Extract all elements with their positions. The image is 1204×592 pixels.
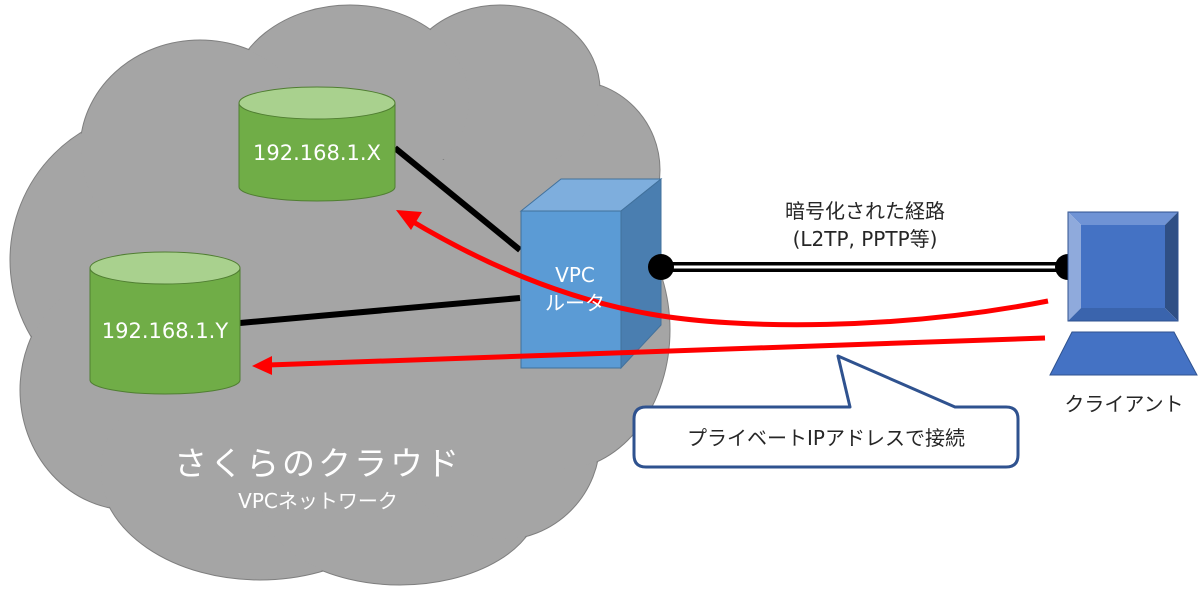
- link-router-server-y: [239, 295, 521, 326]
- server-y-label: 192.168.1.Y: [102, 319, 229, 343]
- cloud-subtitle: VPCネットワーク: [238, 489, 398, 513]
- encrypted-tunnel: [648, 254, 1081, 280]
- server-y[interactable]: [89, 251, 241, 395]
- red-arrows: [252, 210, 1049, 375]
- tunnel-label-line2: (L2TP, PPTP等): [793, 227, 938, 251]
- router-label-line1: VPC: [555, 263, 595, 287]
- router-label-line2: ルータ: [545, 291, 605, 315]
- arrow-to-server-x: [408, 217, 1049, 328]
- arrowhead-server-y: [252, 356, 272, 375]
- callout-text: プライベートIPアドレスで接続: [687, 426, 965, 450]
- client-label: クライアント: [1064, 392, 1183, 416]
- arrow-to-server-y: [267, 335, 1046, 368]
- server-x-label: 192.168.1.X: [253, 141, 381, 165]
- arrowhead-server-x: [396, 210, 422, 230]
- server-x[interactable]: [238, 86, 396, 202]
- tunnel-endpoint-router: [648, 254, 674, 280]
- tunnel-label-line1: 暗号化された経路: [785, 199, 945, 223]
- vpc-router[interactable]: [519, 177, 663, 370]
- cloud-title: さくらのクラウド: [174, 444, 462, 483]
- link-router-server-x: [393, 145, 522, 253]
- client-computer[interactable]: [1049, 211, 1198, 376]
- callout-bubble: [632, 354, 1020, 469]
